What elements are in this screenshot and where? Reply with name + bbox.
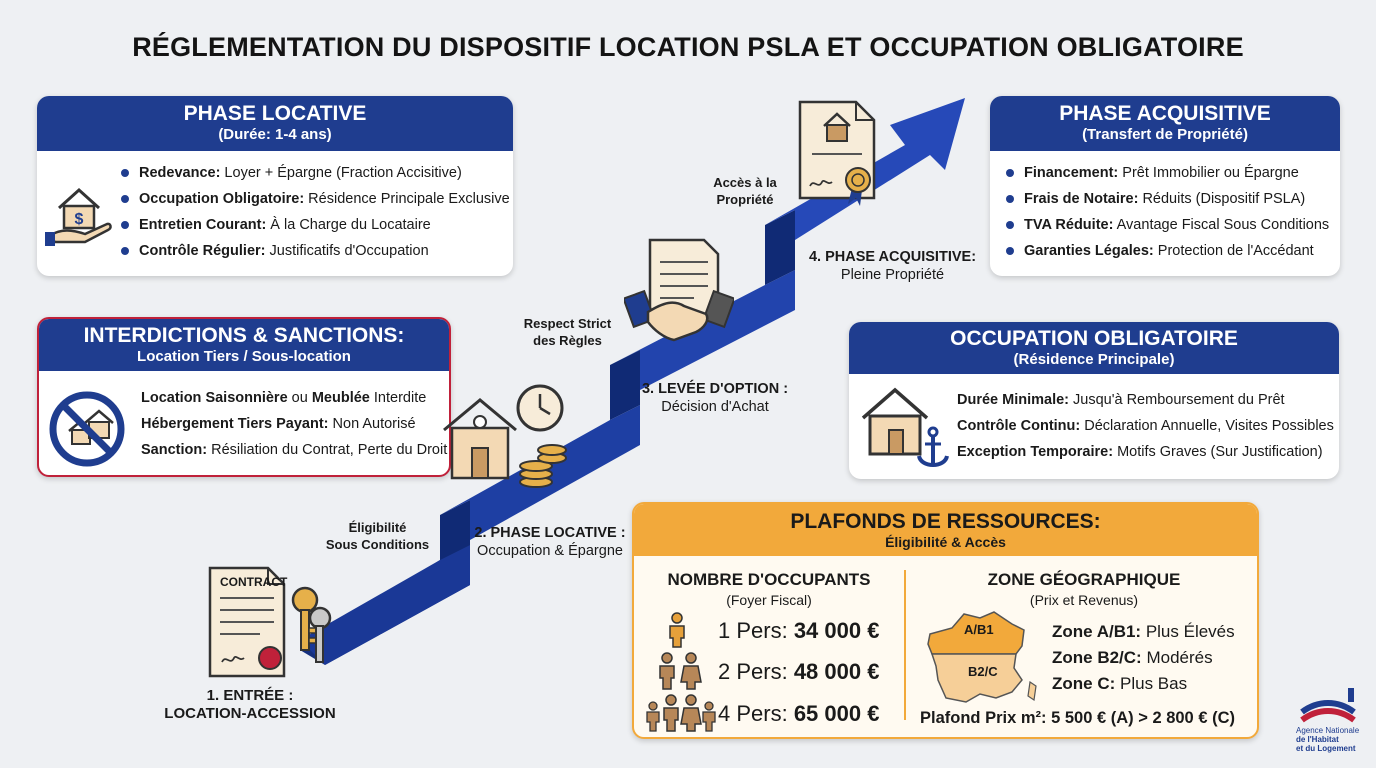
occupants-row-1: 1 Pers: 34 000 € (718, 618, 880, 643)
acces-label: Accès à la Propriété (713, 175, 777, 207)
person-4-icon (646, 694, 716, 732)
plafonds-subtitle: Éligibilité & Accès (885, 534, 1006, 550)
occupation-title: OCCUPATION OBLIGATOIRE (950, 327, 1238, 350)
step-3-label: 3. LEVÉE D'OPTION : Décision d'Achat (641, 381, 789, 415)
occupants-title: NOMBRE D'OCCUPANTS (667, 570, 871, 589)
contract-word: CONTRACT (220, 575, 288, 589)
occupation-line: Durée Minimale: Jusqu'à Remboursement du… (957, 392, 1285, 408)
map-label-ab1: A/B1 (964, 622, 994, 637)
list-item: Redevance: Loyer + Épargne (Fraction Acc… (117, 160, 510, 186)
phase-acquisitive-title: PHASE ACQUISITIVE (1059, 102, 1271, 125)
anah-logo: Agence Nationale de l'Habitat et du Loge… (1288, 686, 1374, 766)
zone-row-3: Zone C: Plus Bas (1052, 674, 1188, 693)
zone-header: ZONE GÉOGRAPHIQUE (Prix et Revenus) (909, 570, 1257, 608)
interdictions-subtitle: Location Tiers / Sous-location (137, 348, 351, 365)
zone-subtitle: (Prix et Revenus) (1029, 592, 1139, 608)
eligibilite-label: Éligibilité Sous Conditions (325, 520, 430, 552)
interdiction-line: Location Saisonnière ou Meublée Interdit… (141, 390, 427, 406)
occupation-subtitle: (Résidence Principale) (1013, 351, 1175, 368)
occupants-row-2: 2 Pers: 48 000 € (718, 659, 880, 684)
list-item: Entretien Courant: À la Charge du Locata… (117, 212, 510, 238)
handshake-document-icon (624, 238, 734, 342)
interdiction-line: Hébergement Tiers Payant: Non Autorisé (141, 416, 416, 432)
interdictions-lines: Location Saisonnière ou Meublée Interdit… (141, 385, 447, 463)
occupants-header: NOMBRE D'OCCUPANTS (Foyer Fiscal) (634, 570, 904, 608)
anah-logo-text: Agence Nationale de l'Habitat et du Loge… (1296, 726, 1360, 753)
interdiction-line: Sanction: Résiliation du Contrat, Perte … (141, 442, 448, 458)
map-label-b2c: B2/C (968, 664, 998, 679)
zone-title: ZONE GÉOGRAPHIQUE (987, 570, 1181, 589)
person-2-icon (659, 652, 702, 690)
house-clock-coins-icon (443, 384, 567, 488)
phase-locative-title: PHASE LOCATIVE (183, 102, 367, 125)
occupation-lines: Durée Minimale: Jusqu'à Remboursement du… (957, 387, 1334, 465)
phase-locative-list: Redevance: Loyer + Épargne (Fraction Acc… (117, 160, 510, 264)
stair-riser-2 (610, 350, 640, 420)
phase-acquisitive-list: Financement: Prêt Immobilier ou Épargne … (1002, 160, 1329, 264)
stair-segment-3 (610, 270, 795, 390)
phase-acquisitive-card: PHASE ACQUISITIVE (Transfert de Propriét… (990, 96, 1340, 276)
list-item: Financement: Prêt Immobilier ou Épargne (1002, 160, 1329, 186)
occupation-header: OCCUPATION OBLIGATOIRE (Résidence Princi… (849, 322, 1339, 374)
page-title: RÉGLEMENTATION DU DISPOSITIF LOCATION PS… (132, 32, 1244, 62)
occupants-subtitle: (Foyer Fiscal) (726, 592, 812, 608)
step-1-label: 1. ENTRÉE : LOCATION-ACCESSION (164, 687, 336, 722)
plafonds-divider (904, 570, 906, 720)
plafond-prix: Plafond Prix m²: 5 500 € (A) > 2 800 € (… (920, 709, 1235, 727)
step-2-label: 2. PHASE LOCATIVE : Occupation & Épargne (474, 525, 626, 559)
plafonds-card: PLAFONDS DE RESSOURCES: Éligibilité & Ac… (632, 502, 1259, 739)
occupants-row-3: 4 Pers: 65 000 € (718, 701, 880, 726)
phase-acquisitive-subtitle: (Transfert de Propriété) (1082, 126, 1248, 143)
plafonds-title: PLAFONDS DE RESSOURCES: (790, 510, 1101, 533)
person-1-icon (669, 612, 685, 648)
zone-row-1: Zone A/B1: Plus Élevés (1052, 622, 1235, 641)
respect-label: Respect Strict des Règles (523, 316, 612, 348)
stair-riser-1 (440, 500, 470, 560)
stair-riser-3 (765, 210, 795, 285)
certificate-icon (798, 100, 876, 206)
list-item: TVA Réduite: Avantage Fiscal Sous Condit… (1002, 212, 1329, 238)
occupation-card: OCCUPATION OBLIGATOIRE (Résidence Princi… (849, 322, 1339, 479)
svg-text:$: $ (75, 211, 84, 228)
phase-locative-subtitle: (Durée: 1-4 ans) (218, 126, 332, 143)
contract-keys-icon (208, 566, 332, 678)
occupation-line: Contrôle Continu: Déclaration Annuelle, … (957, 418, 1334, 434)
list-item: Occupation Obligatoire: Résidence Princi… (117, 186, 510, 212)
list-item: Contrôle Régulier: Justificatifs d'Occup… (117, 238, 510, 264)
step-4-label: 4. PHASE ACQUISITIVE: Pleine Propriété (808, 249, 977, 283)
interdictions-title: INTERDICTIONS & SANCTIONS: (83, 324, 405, 347)
phase-locative-card: PHASE LOCATIVE (Durée: 1-4 ans) $ Redeva… (37, 96, 513, 276)
phase-acquisitive-header: PHASE ACQUISITIVE (Transfert de Propriét… (990, 96, 1340, 151)
zone-row-2: Zone B2/C: Modérés (1052, 648, 1213, 667)
list-item: Garanties Légales: Protection de l'Accéd… (1002, 238, 1329, 264)
interdictions-header: INTERDICTIONS & SANCTIONS: Location Tier… (39, 319, 449, 371)
list-item: Frais de Notaire: Réduits (Dispositif PS… (1002, 186, 1329, 212)
stair-segment-1 (300, 545, 470, 665)
france-map-icon (927, 611, 1037, 703)
interdictions-card: INTERDICTIONS & SANCTIONS: Location Tier… (37, 317, 451, 477)
phase-locative-header: PHASE LOCATIVE (Durée: 1-4 ans) (37, 96, 513, 151)
plafonds-header: PLAFONDS DE RESSOURCES: Éligibilité & Ac… (634, 504, 1257, 556)
anah-logo-mark (1300, 688, 1356, 723)
house-anchor-icon (861, 387, 949, 467)
house-hand-dollar-icon: $ (45, 187, 112, 246)
occupation-line: Exception Temporaire: Motifs Graves (Sur… (957, 444, 1323, 460)
no-houses-icon (49, 391, 125, 467)
